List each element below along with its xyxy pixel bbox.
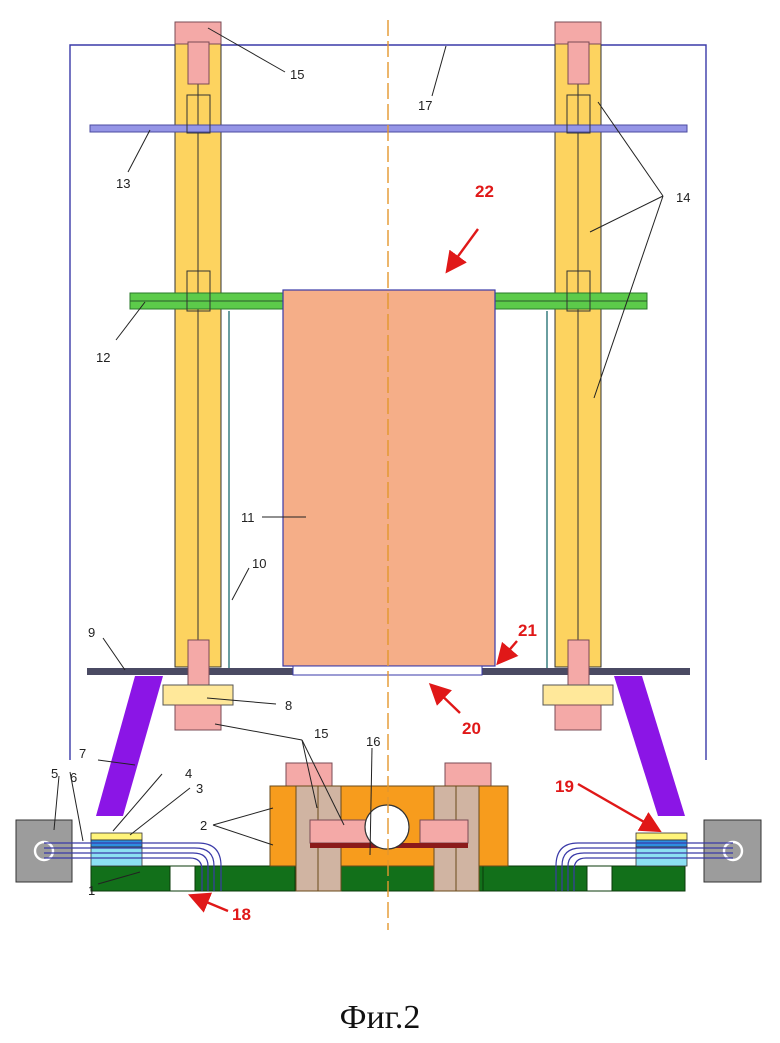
housing-top-right	[445, 763, 491, 788]
left-bottom-cap	[175, 705, 221, 730]
label-20: 20	[462, 719, 481, 738]
label-9: 9	[88, 625, 95, 640]
label-17: 17	[418, 98, 432, 113]
left-hole	[170, 866, 195, 891]
label-12: 12	[96, 350, 110, 365]
label-2: 2	[200, 818, 207, 833]
label-19: 19	[555, 777, 574, 796]
left-clamp-box	[16, 820, 72, 882]
left-leg	[96, 676, 163, 816]
left-pad-yellow	[91, 833, 142, 840]
figure-caption: Фиг.2	[340, 999, 421, 1036]
label-18: 18	[232, 905, 251, 924]
left-top-cap	[175, 22, 221, 44]
right-pad-yellow	[636, 833, 687, 840]
label-15-bottom: 15	[314, 726, 328, 741]
label-4: 4	[185, 766, 192, 781]
right-top-stem	[568, 42, 589, 84]
right-pad-cyan	[636, 847, 687, 866]
right-hole	[587, 866, 612, 891]
right-bottom-cap	[555, 705, 601, 730]
right-top-cap	[555, 22, 601, 44]
label-5: 5	[51, 766, 58, 781]
right-clamp-box	[704, 820, 761, 882]
right-leg	[614, 676, 685, 816]
base-right	[483, 866, 685, 891]
label-21: 21	[518, 621, 537, 640]
label-10: 10	[252, 556, 266, 571]
left-pad-cyan	[91, 847, 142, 866]
label-22: 22	[475, 182, 494, 201]
housing-round-hole	[365, 805, 409, 849]
label-3: 3	[196, 781, 203, 796]
central-block	[283, 290, 495, 666]
housing-pad-right	[420, 820, 468, 843]
label-7: 7	[79, 746, 86, 761]
label-13: 13	[116, 176, 130, 191]
label-14: 14	[676, 190, 690, 205]
right-nut	[543, 685, 613, 705]
label-16: 16	[366, 734, 380, 749]
housing-pad-left	[310, 820, 370, 843]
left-nut	[163, 685, 233, 705]
housing-top-left	[286, 763, 332, 788]
label-11: 11	[241, 510, 255, 525]
left-top-stem	[188, 42, 209, 84]
label-15-top: 15	[290, 67, 304, 82]
label-8: 8	[285, 698, 292, 713]
label-6: 6	[70, 770, 77, 785]
label-1: 1	[88, 883, 95, 898]
